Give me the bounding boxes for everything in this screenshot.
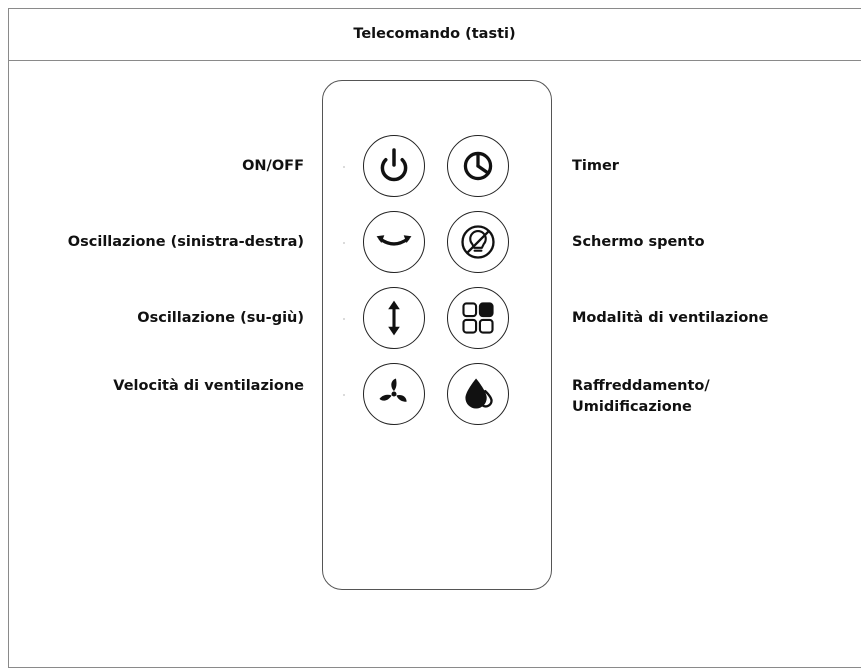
connector-dot xyxy=(343,242,345,244)
connector-dot xyxy=(343,318,345,320)
diagram-title: Telecomando (tasti) xyxy=(8,8,861,61)
power-button xyxy=(363,135,425,197)
mode-grid-icon xyxy=(462,302,494,334)
swing-horizontal-icon xyxy=(376,235,412,246)
power-icon xyxy=(380,148,408,182)
connector-dot xyxy=(343,394,345,396)
display-off-icon xyxy=(461,225,495,259)
label-cooling-humidify: Raffreddamento/ Umidificazione xyxy=(572,376,710,418)
fan-icon xyxy=(379,378,407,402)
label-swing-vertical: Oscillazione (su-giù) xyxy=(137,310,304,326)
label-cooling-line2: Umidificazione xyxy=(572,399,692,415)
label-mode: Modalità di ventilazione xyxy=(572,310,769,326)
mode-button xyxy=(447,287,509,349)
swing-vertical-button xyxy=(363,287,425,349)
timer-icon xyxy=(463,151,493,181)
water-drop-icon xyxy=(465,378,493,409)
timer-button xyxy=(447,135,509,197)
label-fan-speed: Velocità di ventilazione xyxy=(113,378,304,394)
label-timer: Timer xyxy=(572,158,619,174)
cooling-humidify-button xyxy=(447,363,509,425)
fan-speed-button xyxy=(363,363,425,425)
connector-dot xyxy=(343,166,345,168)
display-off-button xyxy=(447,211,509,273)
label-display-off: Schermo spento xyxy=(572,234,705,250)
label-swing-horizontal: Oscillazione (sinistra-destra) xyxy=(67,234,304,250)
swing-vertical-icon xyxy=(388,300,400,336)
remote-control-body xyxy=(322,80,552,590)
swing-horizontal-button xyxy=(363,211,425,273)
label-cooling-line1: Raffreddamento/ xyxy=(572,378,710,394)
label-on-off: ON/OFF xyxy=(242,158,304,174)
